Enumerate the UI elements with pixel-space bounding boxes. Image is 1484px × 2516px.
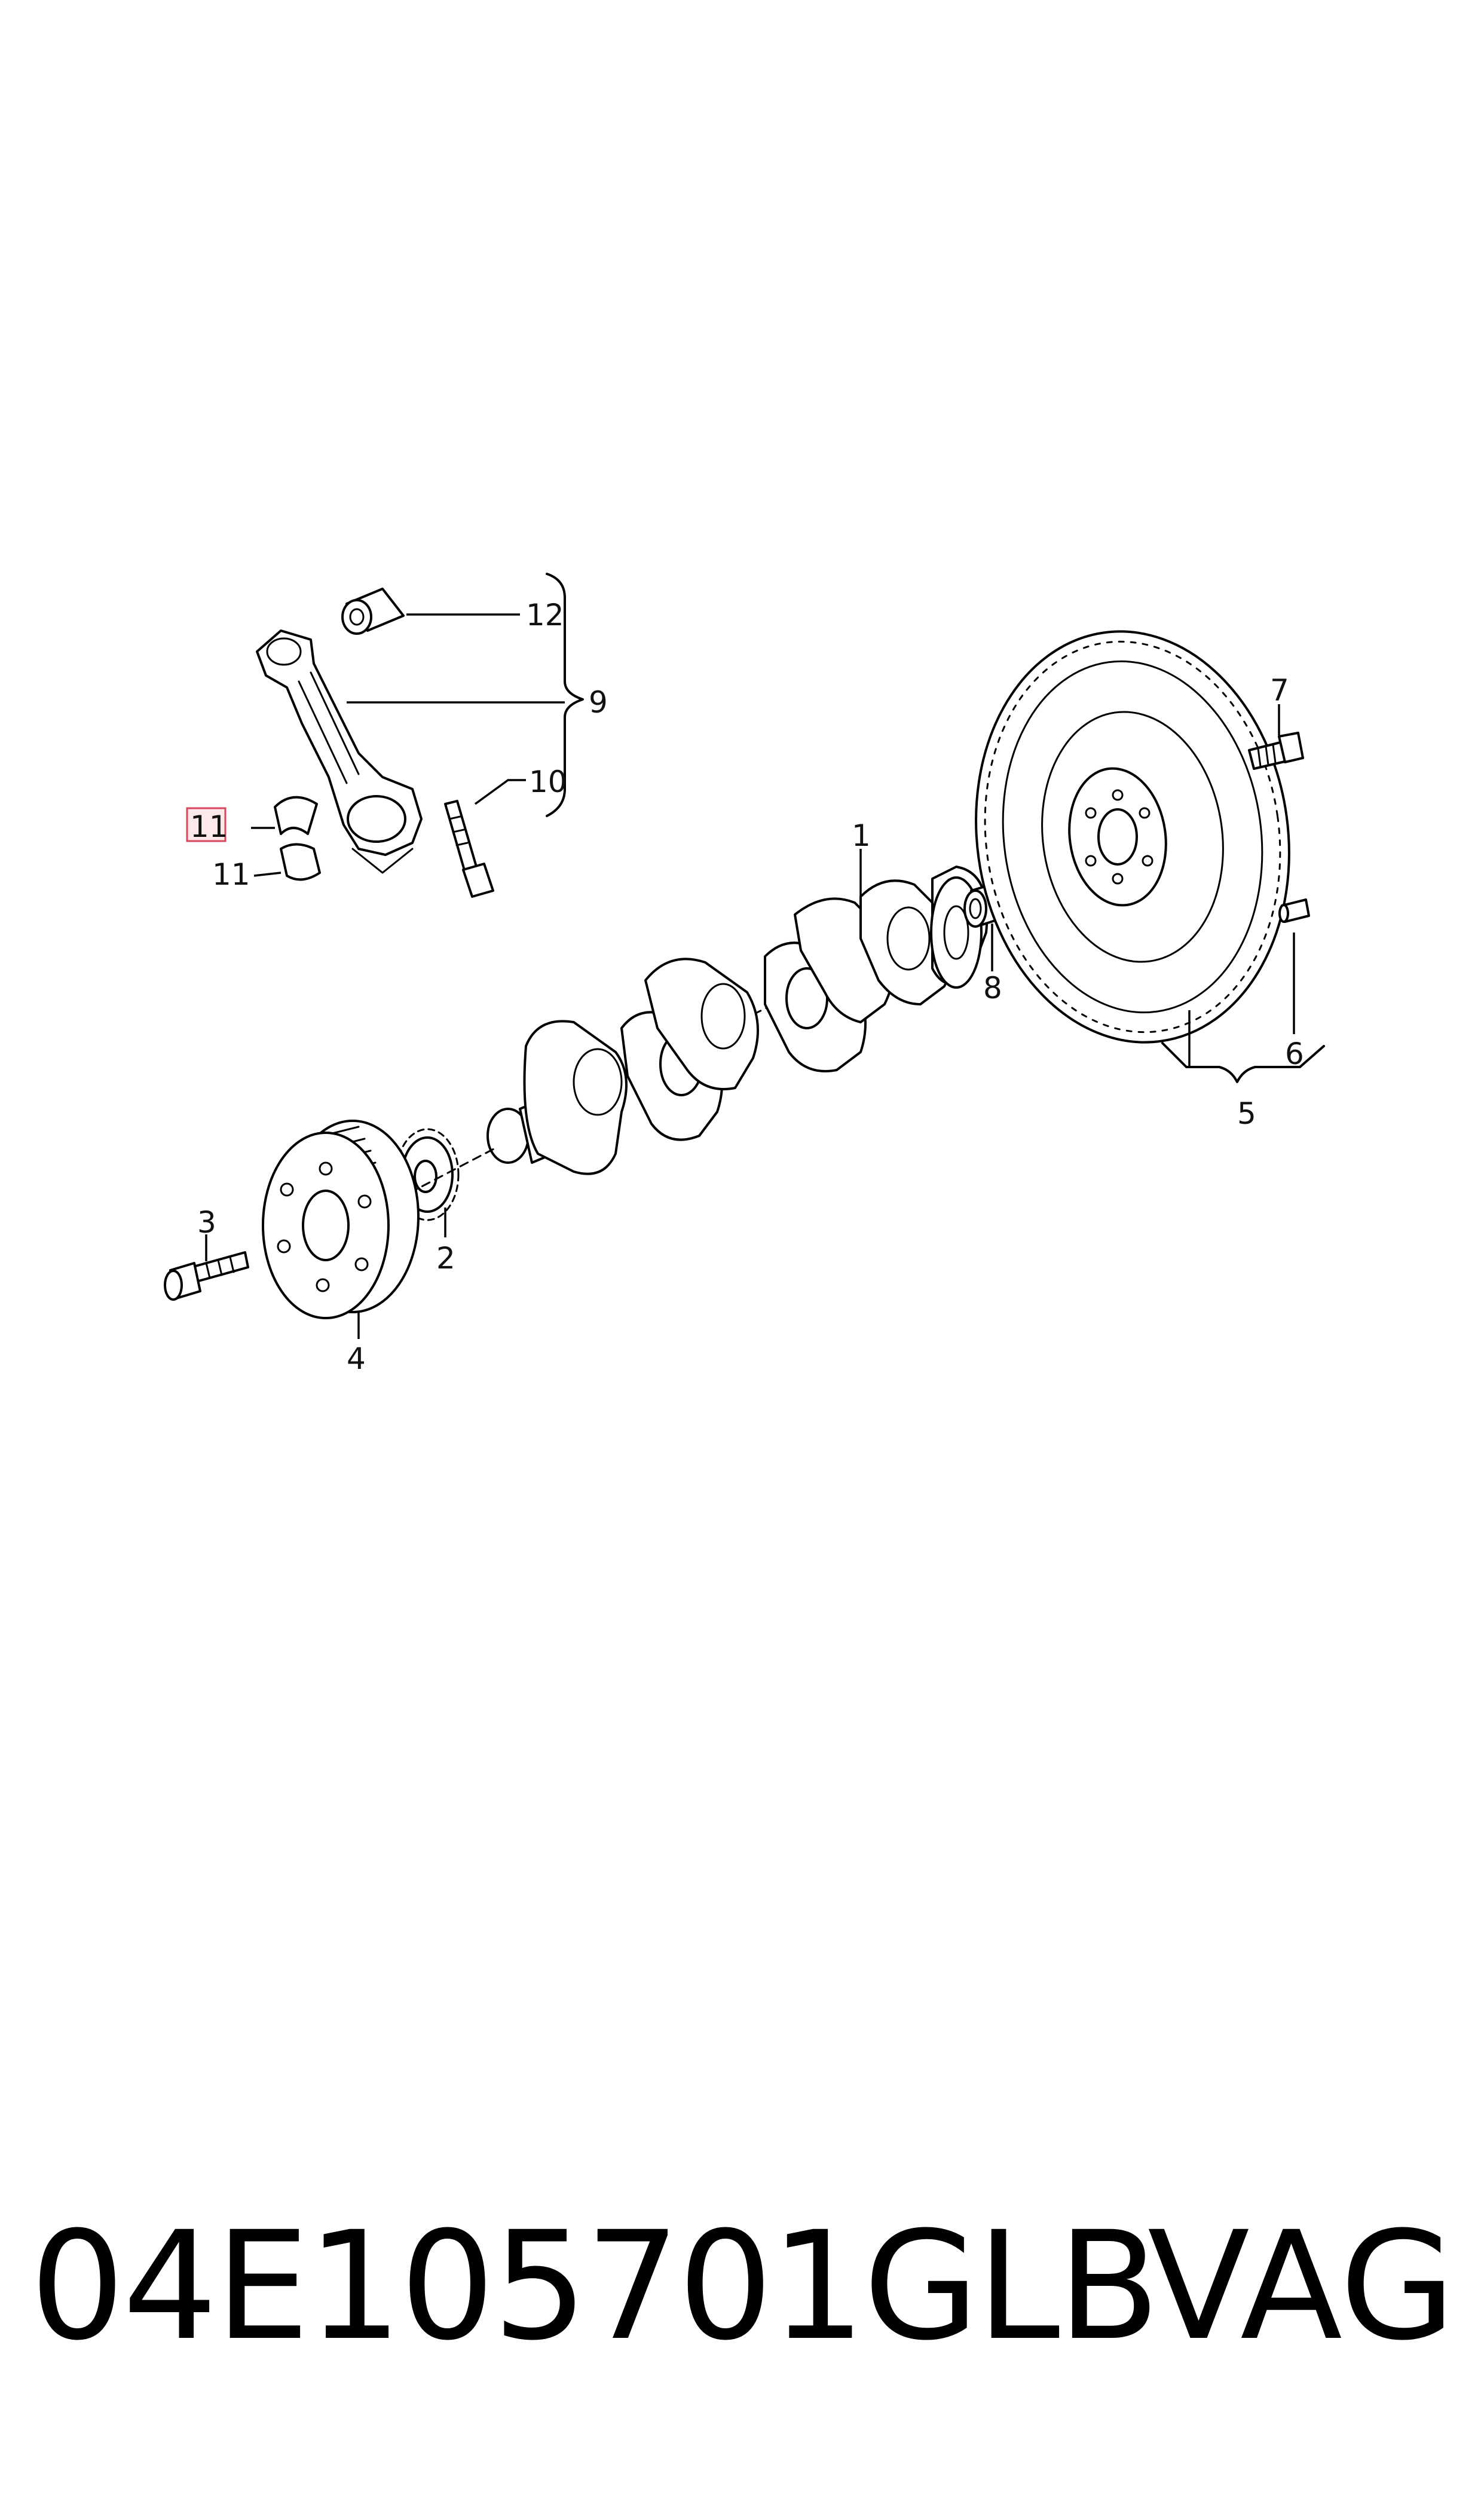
conrod-bolt[interactable]: [444, 800, 494, 898]
flywheel[interactable]: [950, 611, 1315, 1063]
brace-5: [1161, 1042, 1325, 1083]
callout-7[interactable]: 7: [1270, 673, 1289, 708]
leader-10: [474, 779, 526, 805]
callout-1[interactable]: 1: [852, 818, 871, 853]
callout-12[interactable]: 12: [526, 598, 564, 632]
bearing-shell-upper[interactable]: [274, 796, 318, 835]
callout-11-highlight-box: [186, 807, 227, 842]
piston-pin-bush[interactable]: [341, 588, 405, 635]
callout-3[interactable]: 3: [197, 1205, 216, 1240]
part-number-label: 04E105701GLB: [30, 2199, 1160, 2373]
vibration-damper[interactable]: [262, 1120, 420, 1319]
brace-9: [546, 573, 584, 817]
dowel-pin[interactable]: [1278, 898, 1310, 923]
callout-4[interactable]: 4: [347, 1341, 366, 1376]
connecting-rod[interactable]: [256, 629, 423, 874]
axis-front: [357, 1147, 497, 1221]
callout-8[interactable]: 8: [983, 971, 1002, 1005]
callout-11-highlighted[interactable]: 11: [190, 809, 228, 844]
callout-10[interactable]: 10: [529, 765, 567, 799]
callout-9[interactable]: 9: [589, 685, 608, 720]
flywheel-bolt[interactable]: [1248, 732, 1304, 770]
bearing-shell-lower[interactable]: [280, 843, 321, 881]
callout-5[interactable]: 5: [1237, 1096, 1256, 1131]
leader-11b: [253, 872, 281, 877]
callout-2[interactable]: 2: [436, 1241, 455, 1276]
pulley-bolt[interactable]: [164, 1251, 249, 1301]
callout-11[interactable]: 11: [212, 857, 250, 892]
brand-label: VAG: [1148, 2199, 1456, 2373]
callout-6[interactable]: 6: [1285, 1037, 1304, 1071]
